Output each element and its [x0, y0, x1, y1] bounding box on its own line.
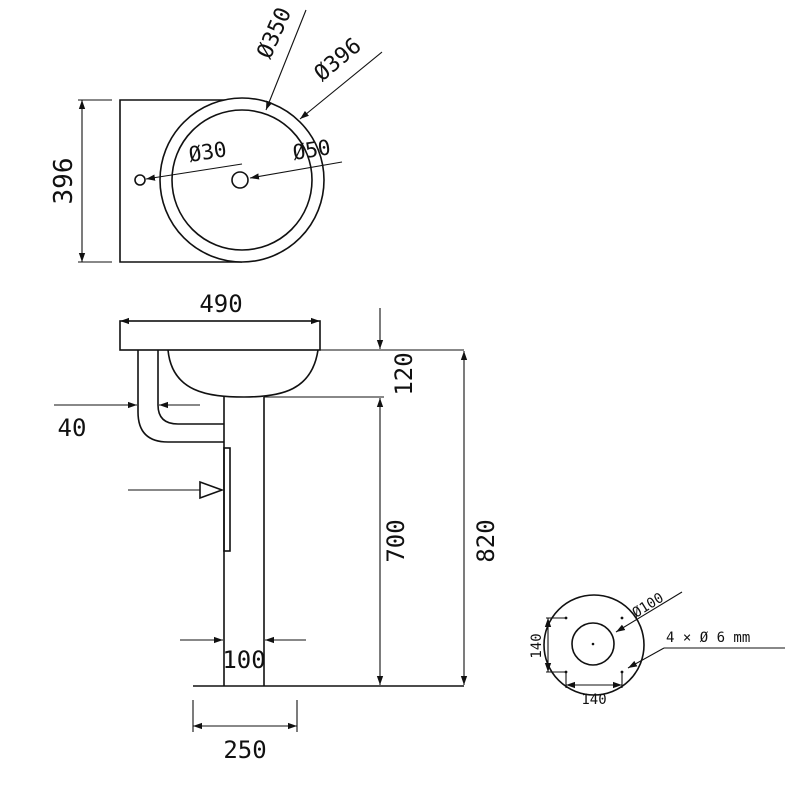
pointer-arrow-head	[199, 480, 225, 500]
bowl-inner-circle	[171, 109, 313, 251]
pedestal-access-panel	[223, 447, 231, 552]
gap-label-40: 40	[58, 414, 87, 442]
width-label-490: 490	[199, 290, 242, 318]
tap-hole	[134, 174, 146, 186]
label-d396: Ø396	[310, 33, 367, 86]
trap-pipe	[137, 350, 224, 443]
leader-d50	[249, 161, 343, 180]
label-140-horizontal: 140	[581, 692, 606, 708]
width-label-100: 100	[222, 646, 265, 674]
top-view-outline	[119, 99, 242, 263]
depth-label-120: 120	[390, 352, 418, 395]
leader-hole-spec-diag	[627, 647, 665, 669]
basin-top-slab	[119, 320, 321, 351]
label-d100: Ø100	[630, 590, 667, 621]
label-140-vertical: 140	[529, 633, 545, 658]
height-label-700: 700	[382, 519, 410, 562]
label-d350: Ø350	[253, 4, 297, 63]
height-label-820: 820	[472, 519, 500, 562]
basin-bowl	[167, 349, 319, 398]
leader-d396	[299, 51, 383, 120]
width-label-250: 250	[223, 736, 266, 764]
top-view: 396 Ø350 Ø396 Ø30 Ø50	[49, 4, 383, 263]
fixing-hole	[620, 616, 624, 620]
base-view: Ø100 4 × Ø 6 mm 140 140	[529, 590, 785, 708]
drain-hole	[231, 171, 249, 189]
leader-d100	[615, 591, 683, 633]
side-view: 490 40 120 700 820 100	[54, 290, 500, 764]
bowl-outer-circle	[159, 97, 325, 263]
fixing-hole	[591, 642, 595, 646]
label-d50: Ø50	[291, 135, 332, 165]
label-d30: Ø30	[187, 137, 228, 167]
trap-pipe-inner	[157, 350, 224, 425]
leader-d30	[145, 163, 243, 181]
base-plate-circle	[543, 594, 645, 696]
height-label-396: 396	[49, 158, 79, 205]
label-hole-spec: 4 × Ø 6 mm	[666, 630, 750, 646]
base-center-hole	[571, 622, 615, 666]
leader-d350	[265, 9, 307, 111]
